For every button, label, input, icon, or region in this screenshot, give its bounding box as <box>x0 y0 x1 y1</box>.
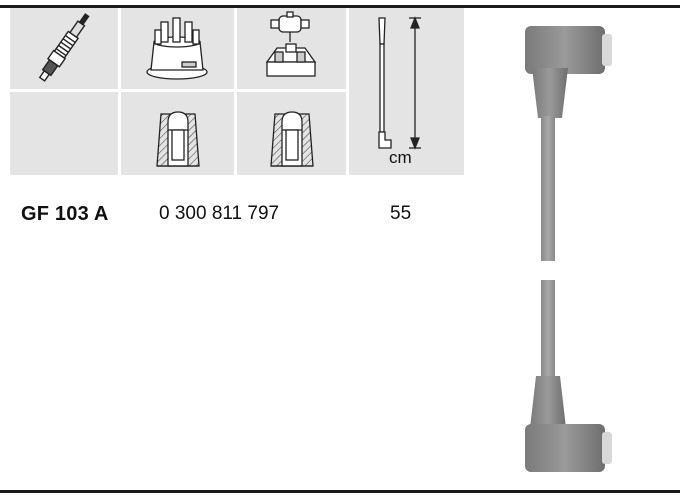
empty-cell <box>10 92 118 175</box>
part-number: 0 300 811 797 <box>159 203 280 224</box>
lower-wire <box>541 280 555 380</box>
icon-grid: cm <box>10 8 464 175</box>
straight-terminal-cell-2 <box>237 92 346 175</box>
ignition-cable-image <box>525 26 612 472</box>
spark-plug-cell <box>10 8 118 89</box>
bottom-rule <box>0 490 680 493</box>
spark-plug-icon <box>38 13 90 82</box>
cable-length-value: 55 <box>390 203 412 224</box>
upper-boot <box>525 26 612 118</box>
cable-length-cell: cm <box>349 8 464 175</box>
ignition-coil-cell <box>237 8 346 89</box>
straight-terminal-icon <box>270 111 314 167</box>
ignition-coil-icon <box>265 11 317 77</box>
straight-terminal-cell <box>121 92 234 175</box>
straight-terminal-icon <box>156 111 200 167</box>
lower-boot <box>525 376 612 472</box>
distributor-cap-cell <box>121 8 234 89</box>
cable-length-icon <box>378 16 421 150</box>
length-unit-label: cm <box>389 148 412 167</box>
distributor-cap-icon <box>146 17 208 80</box>
part-code: GF 103 A <box>21 203 109 225</box>
top-rule <box>0 5 680 8</box>
upper-wire <box>541 116 555 261</box>
